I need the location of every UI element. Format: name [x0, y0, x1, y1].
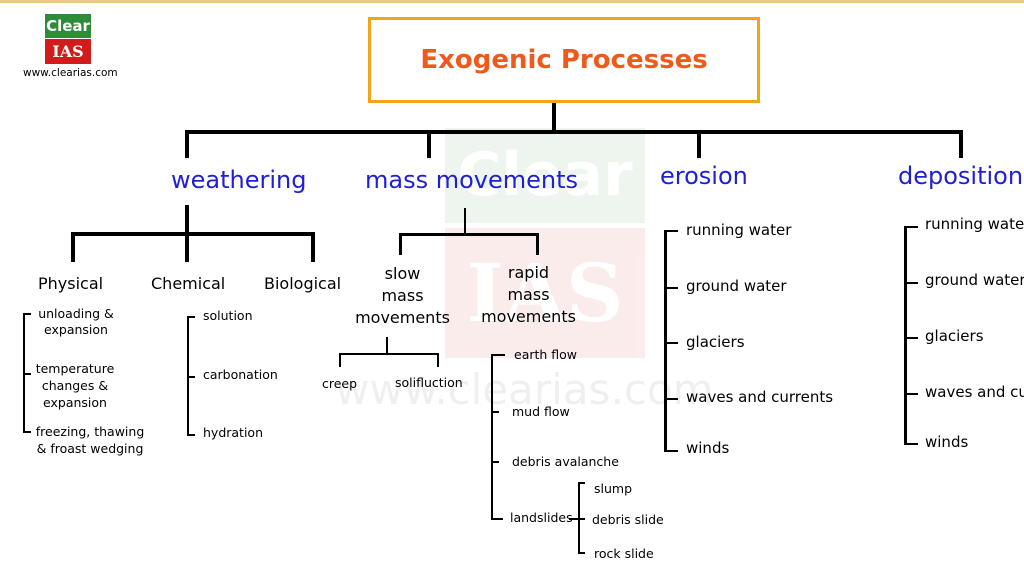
title-box: Exogenic Processes: [368, 17, 760, 103]
rapid-label-line: rapid: [507, 263, 550, 282]
deposition-item: ground water: [925, 271, 1024, 289]
title-stem: [552, 103, 556, 133]
rapid-item: earth flow: [514, 347, 578, 362]
erosion-bracket: [664, 230, 667, 452]
drop-biological: [311, 232, 315, 262]
landslide-item: debris slide: [592, 512, 664, 527]
category-mass-movements: mass movements: [365, 166, 579, 194]
diagram-title: Exogenic Processes: [420, 45, 708, 75]
erosion-tick-2: [664, 287, 678, 289]
clearias-logo: Clear IAS: [45, 14, 91, 64]
erosion-item: ground water: [686, 277, 787, 295]
slow-item-creep: creep: [322, 376, 358, 391]
chemical-tick-2: [187, 376, 195, 378]
slow-mass-movements-label: slow mass movements: [350, 263, 455, 329]
weathering-bar: [71, 232, 315, 236]
mass-stem: [464, 208, 466, 235]
physical-tick-1: [23, 313, 31, 315]
slow-label-line: movements: [355, 308, 450, 327]
drop-weathering: [185, 130, 189, 158]
logo-top-text: Clear: [45, 14, 91, 38]
drop-chemical: [185, 232, 189, 262]
biological-label: Biological: [264, 274, 342, 293]
rapid-item-landslides: landslides: [510, 510, 573, 525]
watermark-logo-top: Clear: [445, 128, 645, 223]
rapid-tick-4: [491, 518, 503, 520]
physical-item: unloading & expansion: [38, 306, 114, 337]
landslides-tick-1: [578, 482, 585, 484]
chemical-item: carbonation: [203, 367, 278, 382]
drop-erosion: [697, 130, 701, 158]
deposition-tick-2: [904, 282, 918, 284]
landslide-item: slump: [594, 481, 633, 496]
erosion-item: waves and currents: [686, 388, 834, 406]
deposition-bracket: [904, 226, 907, 445]
drop-solifluction: [437, 353, 439, 367]
erosion-item: running water: [686, 221, 792, 239]
physical-tick-3: [23, 431, 31, 433]
slow-bar: [339, 353, 439, 355]
deposition-tick-1: [904, 226, 918, 228]
deposition-item: winds: [925, 433, 969, 451]
deposition-tick-5: [904, 443, 918, 445]
rapid-mass-movements-label: rapid mass movements: [476, 262, 581, 328]
erosion-tick-4: [664, 398, 678, 400]
erosion-tick-5: [664, 450, 678, 452]
slow-item-solifluction: solifluction: [395, 375, 463, 390]
drop-deposition: [959, 130, 963, 158]
category-erosion: erosion: [660, 162, 748, 190]
site-url: www.clearias.com: [23, 67, 118, 79]
rapid-label-line: mass: [507, 285, 550, 304]
rapid-label-line: movements: [481, 307, 576, 326]
erosion-tick-3: [664, 342, 678, 344]
slow-stem: [386, 337, 388, 354]
weathering-stem: [185, 205, 189, 235]
chemical-item: hydration: [203, 425, 263, 440]
deposition-item: waves and currents: [925, 383, 1024, 401]
chemical-label: Chemical: [151, 274, 226, 293]
physical-label: Physical: [38, 274, 104, 293]
watermark-logo-bottom: IAS: [445, 228, 645, 358]
slow-label-line: mass: [381, 286, 424, 305]
deposition-tick-4: [904, 393, 918, 395]
slow-label-line: slow: [384, 264, 421, 283]
rapid-tick-2: [491, 411, 499, 413]
physical-tick-2: [23, 373, 31, 375]
rapid-tick-3: [491, 461, 499, 463]
chemical-tick-3: [187, 434, 195, 436]
physical-item: freezing, thawing & froast wedging: [35, 424, 145, 456]
drop-rapid: [536, 233, 539, 255]
chemical-item: solution: [203, 308, 253, 323]
rapid-tick-1: [491, 354, 505, 356]
watermark-logo: Clear IAS: [445, 128, 645, 358]
drop-physical: [71, 232, 75, 262]
watermark-url: www.clearias.com: [335, 365, 714, 414]
mass-bar: [399, 233, 539, 236]
rapid-item: debris avalanche: [512, 454, 619, 469]
landslides-tick-3: [578, 552, 585, 554]
deposition-item: running water: [925, 215, 1024, 233]
landslides-bracket: [578, 482, 580, 554]
deposition-tick-3: [904, 337, 918, 339]
rapid-item: mud flow: [512, 404, 570, 419]
erosion-item: glaciers: [686, 333, 745, 351]
erosion-tick-1: [664, 230, 678, 232]
deposition-item: glaciers: [925, 327, 984, 345]
physical-item: temperature changes & expansion: [35, 361, 115, 410]
category-deposition: deposition: [898, 162, 1024, 190]
main-bar: [185, 130, 963, 134]
drop-slow: [399, 233, 402, 255]
landslide-item: rock slide: [594, 546, 654, 561]
drop-mass: [427, 130, 431, 158]
rapid-bracket: [491, 354, 493, 520]
erosion-item: winds: [686, 439, 730, 457]
drop-creep: [339, 353, 341, 367]
logo-bottom-text: IAS: [45, 39, 91, 64]
top-border: [0, 0, 1024, 3]
chemical-tick-1: [187, 316, 195, 318]
category-weathering: weathering: [171, 166, 307, 194]
landslides-connector: [569, 518, 585, 520]
